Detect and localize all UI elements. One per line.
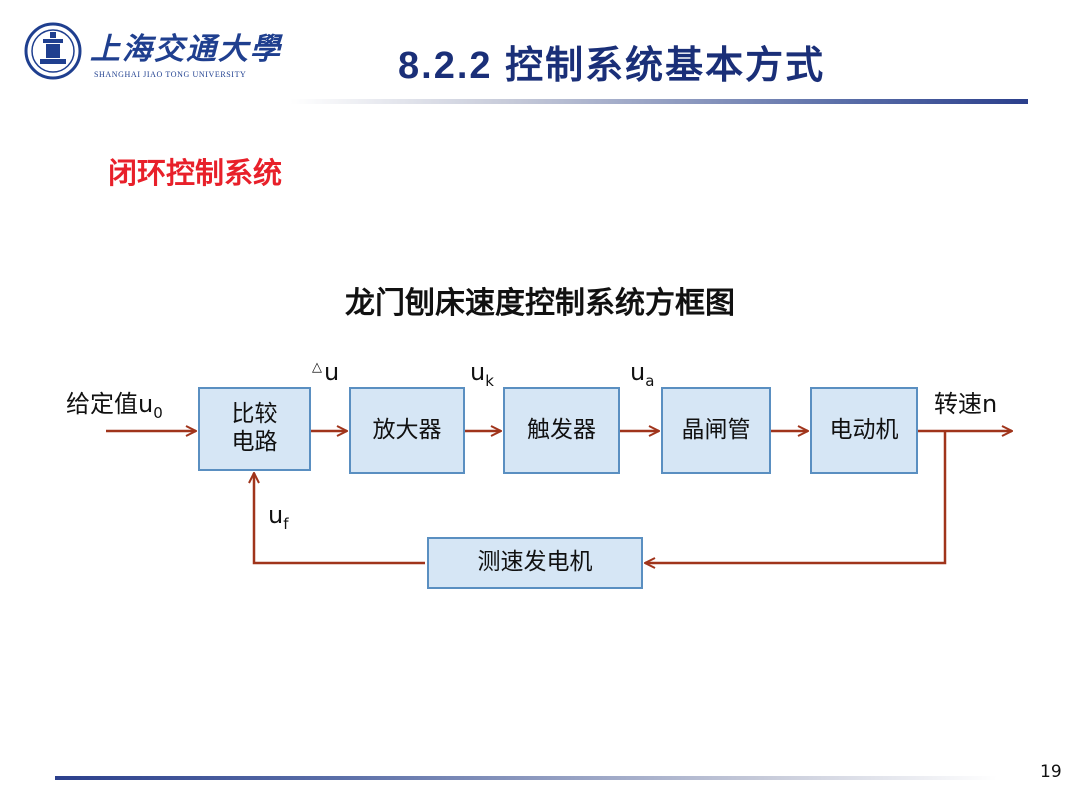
output-signal-label: 转速n: [934, 390, 998, 418]
comparator-block: 比较 电路: [198, 387, 311, 471]
logo-chinese-name: 上海交通大學: [90, 32, 282, 67]
amplifier-label: 放大器: [372, 416, 442, 443]
comparator-line-1: 比较: [231, 401, 278, 428]
feedback-path-to-sensor: [645, 431, 947, 563]
input-signal-label: 给定值u0: [66, 390, 163, 422]
feedback-signal-label: uf: [268, 501, 289, 533]
section-heading: 闭环控制系统: [108, 156, 283, 190]
slide-title: 8.2.2 控制系统基本方式: [398, 45, 826, 87]
comparator-line-2: 电路: [231, 429, 278, 455]
uk-signal-label: uk: [470, 358, 494, 390]
motor-label: 电动机: [829, 416, 899, 443]
motor-block: 电动机: [810, 387, 918, 474]
error-signal-label: △u: [312, 358, 340, 386]
tachogenerator-block: 测速发电机: [427, 537, 643, 589]
tachogenerator-label: 测速发电机: [477, 549, 593, 576]
amplifier-block: 放大器: [349, 387, 465, 474]
logo-english-name: SHANGHAI JIAO TONG UNIVERSITY: [94, 70, 247, 79]
header-divider: [290, 99, 1028, 104]
university-logo: 上海交通大學 SHANGHAI JIAO TONG UNIVERSITY: [18, 16, 288, 86]
footer-divider: [55, 776, 997, 780]
ua-signal-label: ua: [630, 358, 655, 390]
university-emblem-icon: [24, 22, 82, 80]
trigger-block: 触发器: [503, 387, 620, 474]
thyristor-block: 晶闸管: [661, 387, 771, 474]
feedback-path-to-comparator: [254, 473, 425, 565]
thyristor-label: 晶闸管: [681, 416, 751, 443]
page-number: 19: [1040, 762, 1062, 782]
diagram-title: 龙门刨床速度控制系统方框图: [345, 286, 735, 321]
trigger-label: 触发器: [527, 416, 596, 443]
